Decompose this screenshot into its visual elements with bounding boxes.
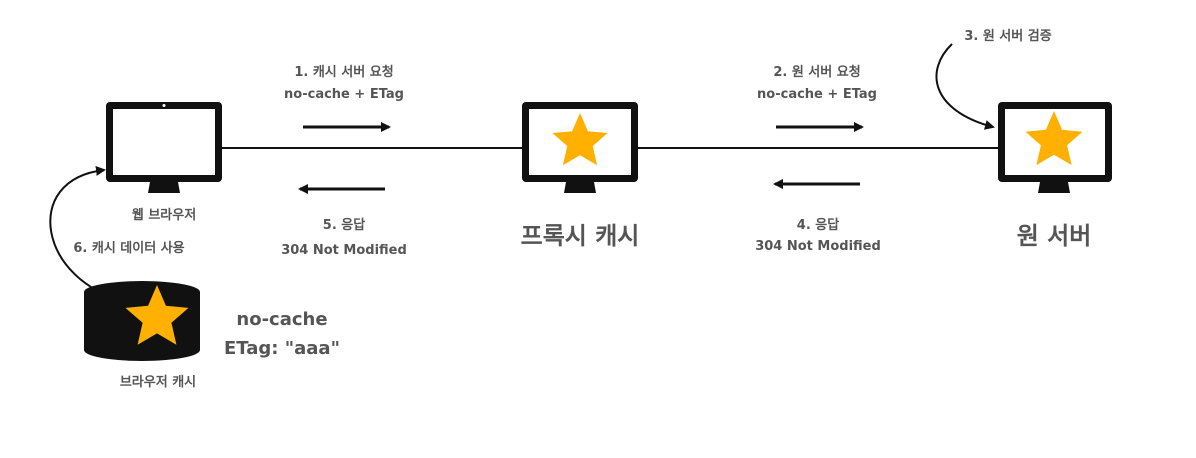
star-icon	[125, 285, 189, 345]
star-icon	[552, 113, 608, 166]
step6-title: 6. 캐시 데이터 사용	[73, 240, 184, 256]
cache-meta-line2: ETag: "aaa"	[224, 338, 340, 359]
curved-arrow-step6	[49, 165, 127, 302]
browser-cache-database-icon	[84, 281, 200, 361]
curved-arrow-step3	[935, 43, 995, 130]
step3-title: 3. 원 서버 검증	[964, 28, 1051, 44]
origin-label: 원 서버	[1017, 222, 1092, 250]
step4-title: 4. 응답	[797, 218, 839, 233]
proxy-monitor-icon	[522, 102, 638, 193]
step1-title: 1. 캐시 서버 요청	[294, 64, 393, 80]
step2-subtitle: no-cache + ETag	[757, 87, 877, 102]
step5-title: 5. 응답	[323, 218, 365, 233]
step4-subtitle: 304 Not Modified	[755, 239, 881, 254]
browser-monitor-icon	[106, 102, 222, 193]
proxy-label: 프록시 캐시	[521, 222, 640, 250]
origin-server-monitor-icon	[998, 102, 1112, 193]
cache-meta-line1: no-cache	[236, 309, 327, 330]
step2-title: 2. 원 서버 요청	[773, 64, 860, 80]
step5-subtitle: 304 Not Modified	[281, 243, 407, 258]
step1-subtitle: no-cache + ETag	[284, 87, 404, 102]
browser-label: 웹 브라우저	[132, 207, 196, 223]
star-icon	[1025, 111, 1083, 166]
browser-cache-label: 브라우저 캐시	[120, 374, 196, 390]
